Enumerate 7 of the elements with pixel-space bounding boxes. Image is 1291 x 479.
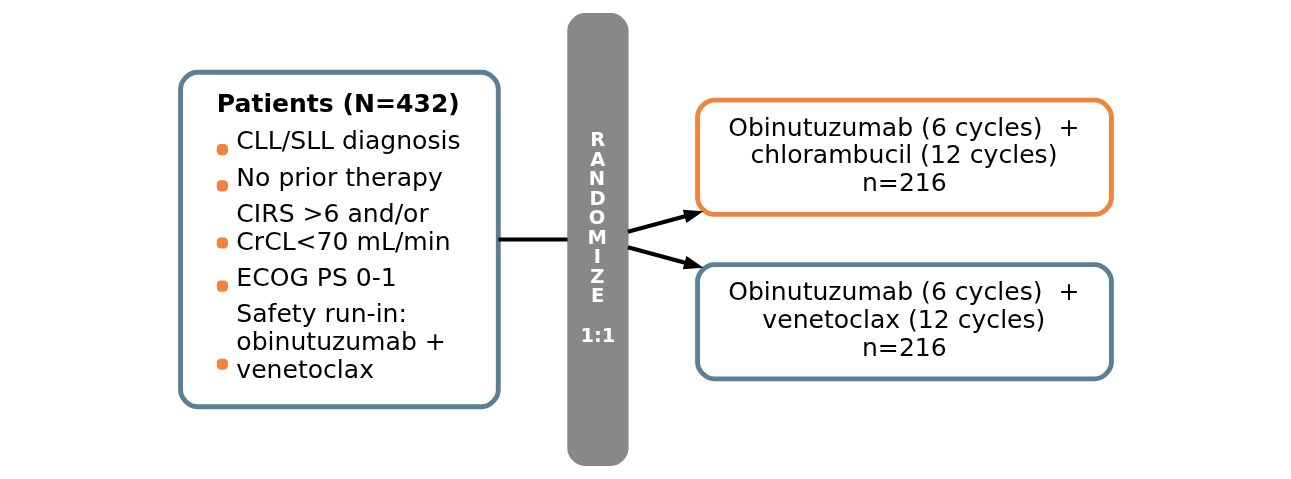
- connector: [497, 237, 568, 242]
- node-box: Obinutuzumab (6 cycles) + chlorambucil (12 cycles) n=216: [694, 97, 1114, 217]
- arrow: [626, 245, 703, 270]
- node-box: Patients (N=432) CLL/SLL diagnosis No prior therapy CIRS >6 and/or CrCL<70 mL/min ECOG PS 0-1 Safety run-in: obinutuzumab + venetoclax: [177, 69, 501, 410]
- node-box: Obinutuzumab (6 cycles) + venetoclax (12 cycles) n=216: [694, 262, 1114, 382]
- node-box: R A N D O M I Z E 1:1: [566, 13, 629, 466]
- arrow: [626, 209, 703, 234]
